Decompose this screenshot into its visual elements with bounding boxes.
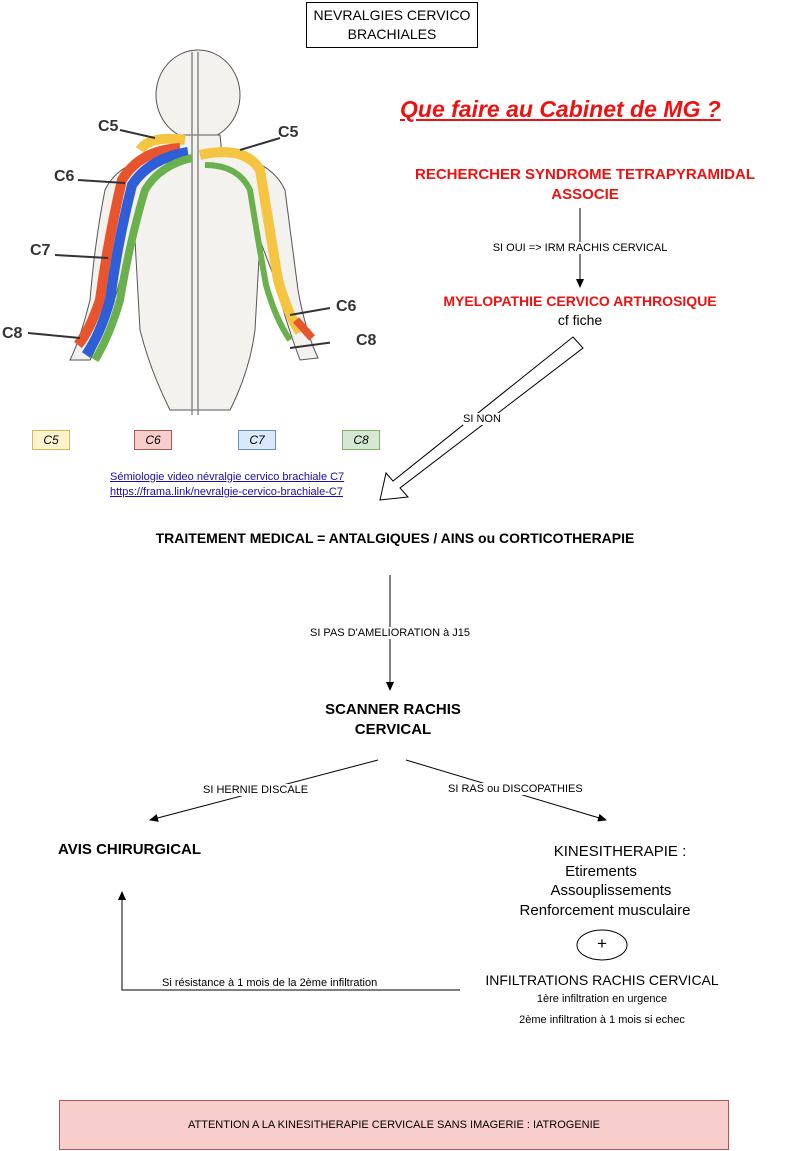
step-syndrome: RECHERCHER SYNDROME TETRAPYRAMIDAL ASSOC… [390,165,780,205]
step-syndrome-line1: RECHERCHER SYNDROME TETRAPYRAMIDAL [414,166,755,183]
dermatome-figure [27,49,330,415]
infiltrations-title: INFILTRATIONS RACHIS CERVICAL [485,972,719,988]
legend-c5: C5 [32,430,70,450]
video-link[interactable]: Sémiologie video névralgie cervico brach… [110,471,345,483]
question-heading: Que faire au Cabinet de MG ? [400,96,721,122]
edge-label-hernie: SI HERNIE DISCALE [203,784,309,796]
traitement-medical: TRAITEMENT MEDICAL = ANTALGIQUES / AINS … [155,530,635,546]
edge-label-resistance: Si résistance à 1 mois de la 2ème infilt… [162,977,378,989]
edge-label-pas-amelioration: SI PAS D'AMELIORATION à J15 [290,627,490,639]
dermatome-c6-left [74,143,181,349]
infiltrations-line1: 1ère infiltration en urgence [536,993,668,1005]
edge-label-si-non: SI NON [463,413,501,425]
dermatome-c8-left [91,154,193,363]
avis-chirurgical: AVIS CHIRURGICAL [58,841,202,858]
figure-label-c6-left: C6 [54,168,75,185]
edge-resistance [118,891,460,991]
page-title-text: NEVRALGIES CERVICO BRACHIALES [313,7,471,42]
figure-label-c6-right: C6 [336,298,357,315]
page-title: NEVRALGIES CERVICO BRACHIALES [306,2,478,48]
plus-circle [576,929,628,961]
warning-box: ATTENTION A LA KINESITHERAPIE CERVICALE … [59,1100,729,1150]
legend-c7: C7 [238,430,276,450]
figure-label-c7-left: C7 [30,242,51,259]
plus-sign: + [597,934,607,953]
kine-title: KINESITHERAPIE : [553,843,687,860]
edge-label-si-oui: SI OUI => IRM RACHIS CERVICAL [470,242,690,254]
figure-label-c5-right: C5 [278,124,299,141]
figure-label-c8-right: C8 [356,332,377,349]
dermatome-c8-right [204,162,293,342]
scanner-line1: SCANNER RACHIS [325,701,461,718]
kine-item: Etirements [565,862,637,880]
dermatome-c6-right [293,317,316,341]
myelopathie-sub: cf fiche [557,312,603,328]
legend-c8: C8 [342,430,380,450]
figure-label-c8-left: C8 [2,325,23,342]
scanner-line2: CERVICAL [354,721,432,738]
dermatome-c5-right [198,147,305,335]
kinesitherapie: KINESITHERAPIE : Etirements Assouplissem… [480,842,730,920]
legend-c6: C6 [134,430,172,450]
scanner-rachis: SCANNER RACHIS CERVICAL [293,700,493,740]
dermatome-c7-left [81,147,189,358]
figure-label-c5-left: C5 [98,118,119,135]
kine-item: Renforcement musculaire [519,901,691,919]
edge-label-ras: SI RAS ou DISCOPATHIES [448,783,583,795]
url-link[interactable]: https://frama.link/nevralgie-cervico-bra… [110,486,343,498]
infiltrations-line2: 2ème infiltration à 1 mois si echec [519,1014,685,1026]
myelopathie-title: MYELOPATHIE CERVICO ARTHROSIQUE [443,293,717,309]
warning-text: ATTENTION A LA KINESITHERAPIE CERVICALE … [188,1119,600,1131]
kine-item: Assouplissements [550,882,672,899]
step-syndrome-line2: ASSOCIE [551,186,619,203]
dermatome-c5-left [135,133,186,154]
